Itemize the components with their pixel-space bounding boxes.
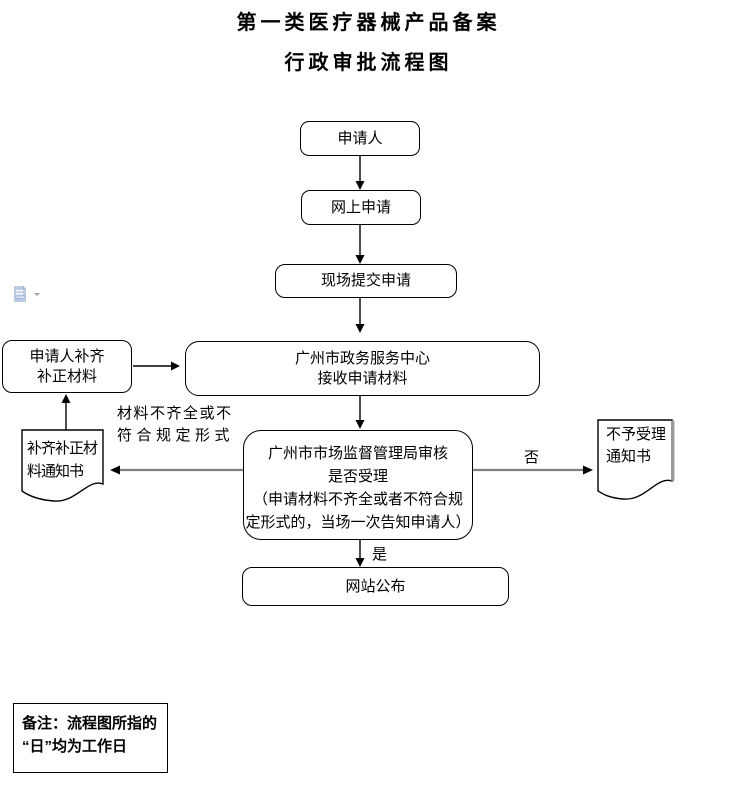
- rejection-notice-line2: 通知书: [606, 448, 652, 465]
- arrowhead-right-icon: [171, 361, 180, 371]
- edge-label-incomplete-line1: 材料不齐全或不: [117, 405, 233, 422]
- node-applicant-supplement-line1: 申请人补齐: [29, 347, 105, 365]
- node-applicant-supplement-line2: 补正材料: [36, 367, 97, 385]
- node-publish-label: 网站公布: [345, 577, 406, 595]
- arrowhead-up-icon: [61, 394, 71, 403]
- document-shape-rejection-notice: [597, 419, 673, 500]
- node-applicant: 申请人: [300, 121, 420, 156]
- arrowhead-down-icon: [355, 420, 365, 429]
- rejection-notice-line1: 不予受理: [606, 426, 667, 443]
- arrowhead-down-icon: [355, 181, 365, 190]
- node-online-application: 网上申请: [301, 190, 421, 225]
- document-rejection-notice-text: 不予受理 通知书: [606, 424, 670, 468]
- document-supplement-notice-text: 补齐补正材 料通知书: [27, 437, 101, 483]
- chevron-down-icon: [34, 293, 40, 296]
- arrowhead-right-icon: [583, 465, 593, 475]
- node-applicant-label: 申请人: [337, 129, 383, 147]
- edge-label-no: 否: [524, 449, 540, 466]
- edge-label-yes: 是: [372, 546, 388, 563]
- node-online-application-label: 网上申请: [330, 198, 391, 216]
- note-box: 备注：流程图所指的 “日”均为工作日: [13, 703, 168, 773]
- node-publish: 网站公布: [242, 567, 509, 606]
- node-onsite-submission-label: 现场提交申请: [320, 272, 411, 289]
- arrowhead-down-icon: [355, 324, 365, 333]
- paste-options-icon: [14, 286, 40, 302]
- arrowhead-down-icon: [355, 255, 365, 264]
- node-service-center-line2: 接收申请材料: [317, 369, 408, 387]
- document-shape-supplement-notice: [21, 429, 104, 502]
- node-review-acceptance: 广州市市场监督管理局审核 是否受理 （申请材料不齐全或者不符合规 定形式的，当场…: [243, 430, 473, 540]
- page-title-line2: 行政审批流程图: [284, 52, 453, 74]
- supplement-notice-line2: 料通知书: [27, 463, 84, 480]
- node-onsite-submission: 现场提交申请: [275, 264, 457, 298]
- node-service-center: 广州市政务服务中心 接收申请材料: [185, 341, 540, 396]
- edge-label-incomplete: 材料不齐全或不 符合规定形式: [117, 403, 239, 447]
- note-line2: “日”均为工作日: [22, 738, 128, 755]
- page-title-line1: 第一类医疗器械产品备案: [236, 12, 501, 34]
- supplement-notice-line1: 补齐补正材: [27, 440, 98, 457]
- arrowhead-down-icon: [355, 558, 365, 567]
- node-service-center-line1: 广州市政务服务中心: [294, 349, 430, 367]
- arrowhead-left-icon: [110, 465, 120, 475]
- node-review-line1: 广州市市场监督管理局审核: [267, 445, 448, 462]
- note-line1: 备注：流程图所指的: [22, 715, 158, 732]
- node-review-line4: 定形式的，当场一次告知申请人）: [245, 514, 471, 531]
- paste-options-button[interactable]: [12, 284, 44, 304]
- node-review-line2: 是否受理: [327, 468, 388, 485]
- node-applicant-supplement: 申请人补齐 补正材料: [2, 340, 132, 393]
- node-review-line3: （申请材料不齐全或者不符合规: [252, 491, 463, 508]
- edge-label-incomplete-line2: 符合规定形式: [117, 427, 235, 444]
